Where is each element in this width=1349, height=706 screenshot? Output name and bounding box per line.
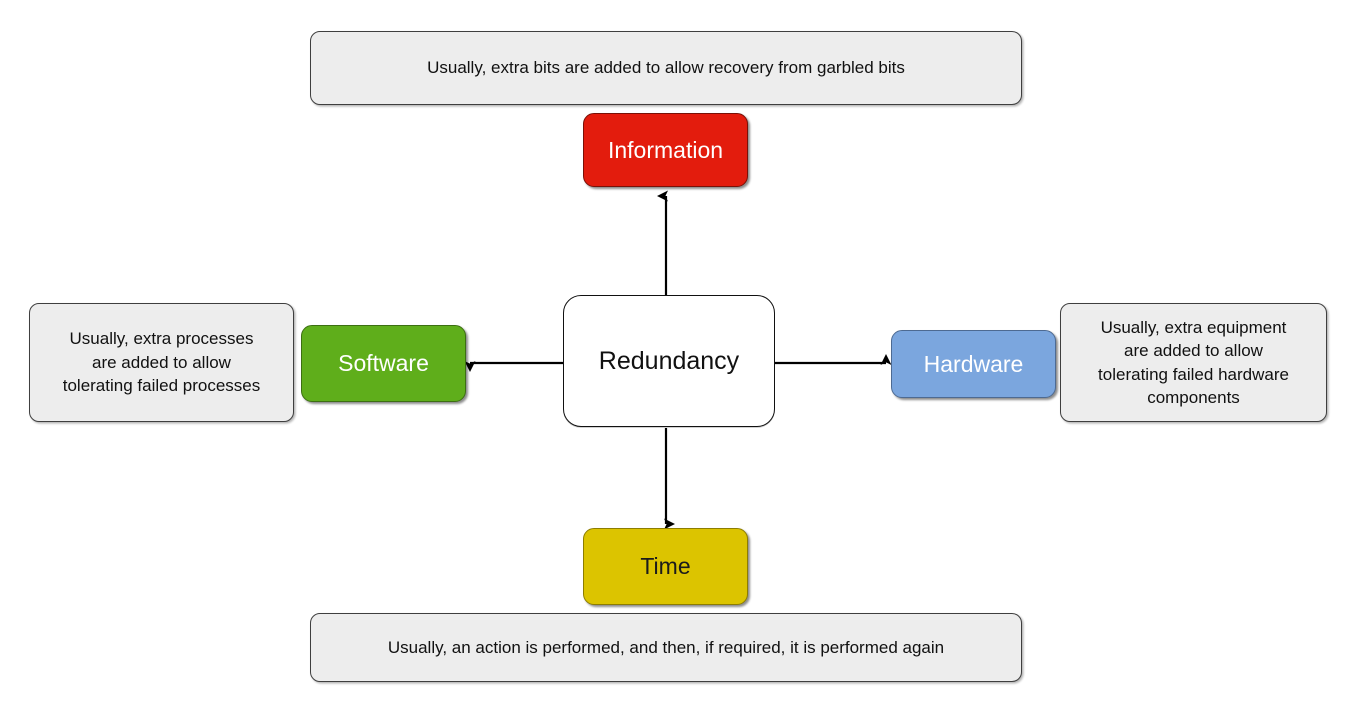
node-software[interactable]: Software xyxy=(301,325,466,402)
node-hardware[interactable]: Hardware xyxy=(891,330,1056,398)
node-time-label: Time xyxy=(640,553,691,580)
node-hardware-label: Hardware xyxy=(923,350,1024,377)
caption-information: Usually, extra bits are added to allow r… xyxy=(310,31,1022,105)
node-software-label: Software xyxy=(338,350,429,377)
node-information-label: Information xyxy=(607,136,724,163)
caption-time: Usually, an action is performed, and the… xyxy=(310,613,1022,682)
caption-software: Usually, extra processes are added to al… xyxy=(29,303,294,422)
node-redundancy-label: Redundancy xyxy=(598,346,740,375)
node-time[interactable]: Time xyxy=(583,528,748,605)
node-redundancy[interactable]: Redundancy xyxy=(563,295,775,427)
caption-hardware: Usually, extra equipment are added to al… xyxy=(1060,303,1327,422)
node-information[interactable]: Information xyxy=(583,113,748,187)
